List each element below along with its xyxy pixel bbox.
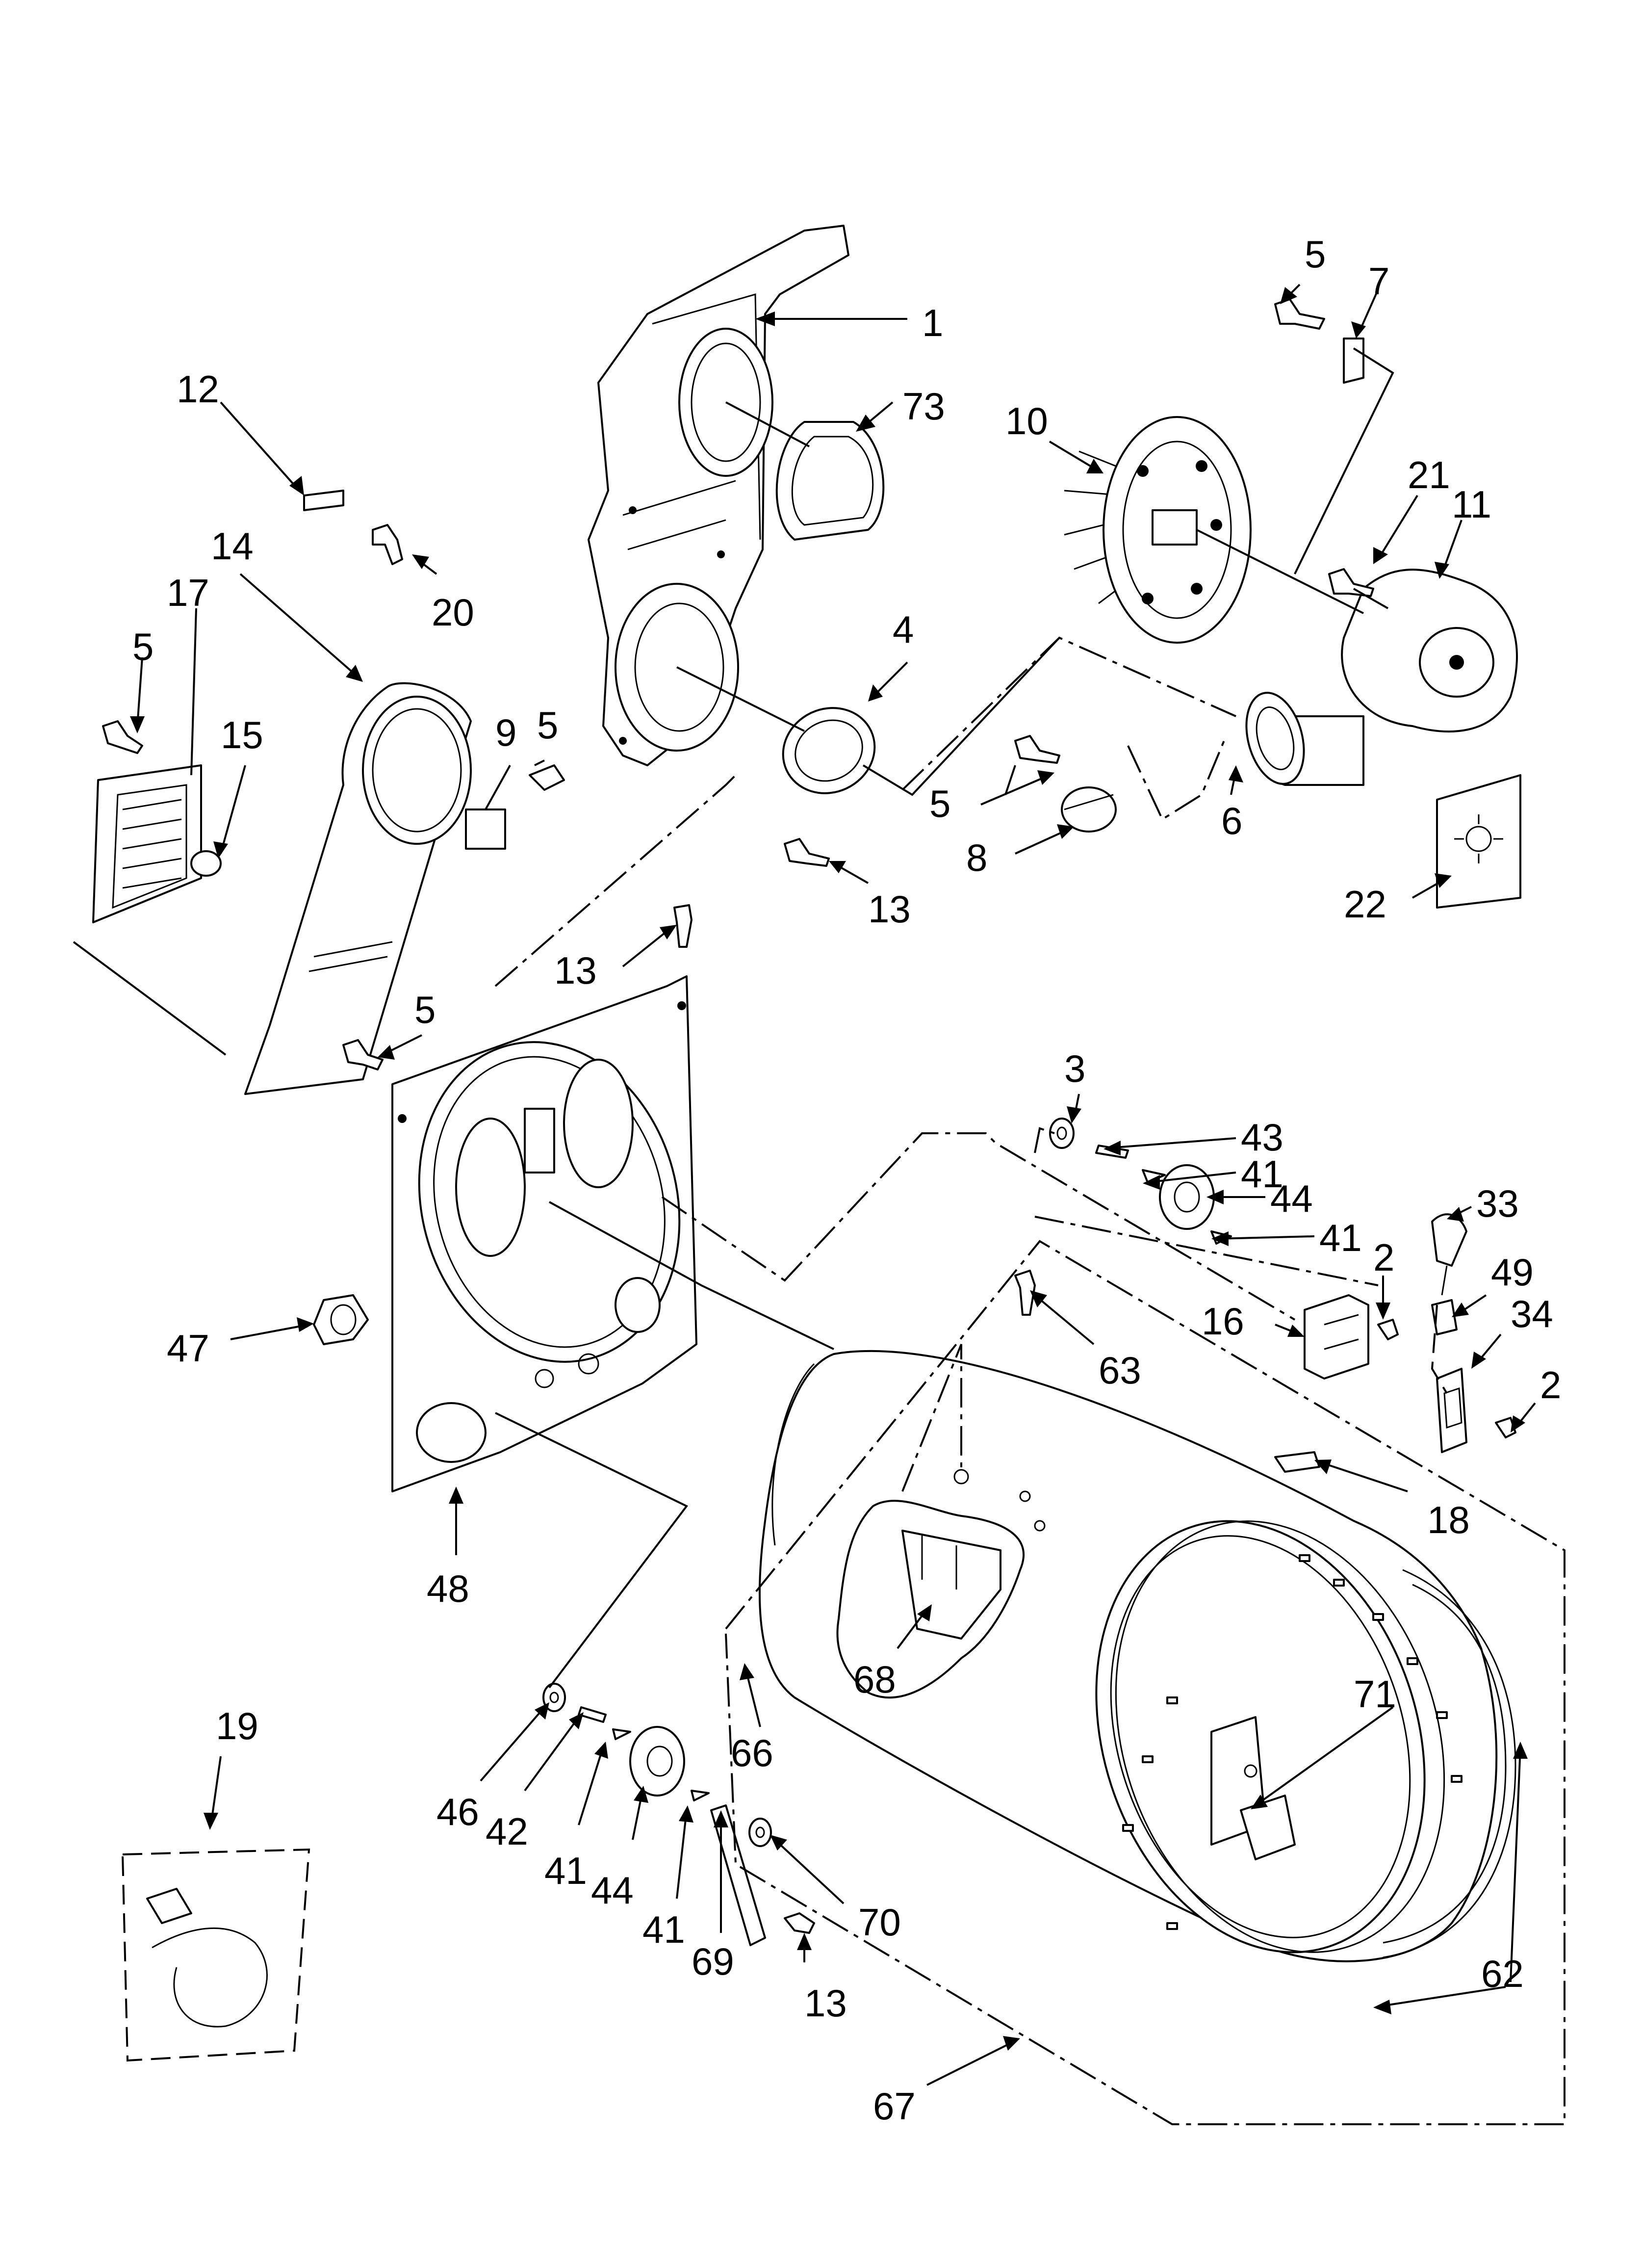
callout-19: 19 [216, 1704, 258, 1747]
part-connector [1431, 1299, 1458, 1335]
part-gasket [775, 421, 885, 541]
callout-67: 67 [873, 2085, 916, 2128]
callout-41: 41 [1319, 1216, 1362, 1259]
callout-15: 15 [221, 713, 263, 756]
screw-5-mid [529, 764, 565, 791]
part-terminal-cover [1431, 1213, 1467, 1296]
callout-2: 2 [1540, 1363, 1561, 1407]
callout-labels: 1 73 5 7 12 20 10 21 11 14 17 5 15 4 9 5… [132, 233, 1561, 2128]
part-washer-70 [748, 1818, 772, 1847]
callout-6: 6 [1221, 799, 1242, 842]
callout-48: 48 [427, 1567, 469, 1610]
leaders [130, 284, 1536, 2086]
screw-13-bottom [784, 1912, 815, 1934]
part-terminal-block [1304, 1294, 1369, 1380]
screw-21 [1328, 568, 1374, 597]
callout-1: 1 [922, 301, 943, 344]
solid-lines [73, 347, 1394, 1689]
screw-13-panel [673, 904, 693, 948]
screw-20 [372, 524, 403, 565]
callout-41: 41 [544, 1849, 587, 1892]
part-rear-panel [391, 975, 697, 1492]
part-strain-relief [1436, 1368, 1467, 1453]
callout-14: 14 [211, 524, 254, 568]
callout-5: 5 [929, 782, 950, 825]
screw-5-top [1274, 298, 1325, 330]
part-mounting-plate [465, 808, 506, 850]
callout-8: 8 [966, 836, 987, 879]
callout-5: 5 [537, 704, 558, 747]
callout-16: 16 [1202, 1300, 1244, 1343]
callout-5: 5 [132, 625, 154, 668]
part-roller-44a [1159, 1164, 1215, 1230]
callout-13: 13 [804, 1981, 847, 2025]
screw-13-housing [784, 838, 830, 867]
callout-5: 5 [414, 988, 436, 1031]
callout-4: 4 [893, 608, 914, 651]
callout-47: 47 [167, 1327, 209, 1370]
screw-63 [1014, 1270, 1036, 1316]
callout-49: 49 [1491, 1251, 1534, 1294]
callout-43: 43 [1241, 1116, 1283, 1159]
callout-34: 34 [1511, 1292, 1553, 1335]
callout-7: 7 [1368, 260, 1389, 303]
callout-44: 44 [1270, 1177, 1313, 1220]
part-kit-box [121, 1848, 310, 2062]
callout-66: 66 [731, 1731, 773, 1774]
callout-42: 42 [486, 1810, 528, 1853]
callout-63: 63 [1099, 1349, 1141, 1392]
part-drum-seal [1383, 1569, 1516, 1958]
callout-69: 69 [692, 1940, 734, 1983]
callout-3: 3 [1064, 1047, 1085, 1090]
part-motor [1245, 569, 1518, 786]
callout-70: 70 [858, 1901, 901, 1944]
screw-5-duct [342, 1039, 384, 1070]
part-clip [1343, 338, 1364, 384]
callout-20: 20 [432, 591, 474, 634]
callout-33: 33 [1476, 1182, 1519, 1225]
callout-13: 13 [554, 949, 597, 992]
callout-5: 5 [1305, 233, 1326, 276]
part-roller-44b [629, 1726, 685, 1797]
callout-71: 71 [1354, 1672, 1396, 1716]
part-heater-box [92, 764, 202, 923]
callout-21: 21 [1408, 453, 1450, 496]
callout-17: 17 [167, 571, 209, 614]
callout-18: 18 [1427, 1498, 1470, 1541]
part-roller-support-69 [710, 1804, 766, 1946]
part-clip-18 [1274, 1451, 1320, 1473]
part-thermostat [1061, 786, 1117, 833]
callout-41: 41 [1241, 1152, 1283, 1196]
part-label [1436, 774, 1521, 909]
callout-11: 11 [1452, 483, 1491, 526]
part-bracket-small [303, 490, 344, 511]
part-nut [313, 1294, 369, 1345]
callout-10: 10 [1005, 399, 1048, 443]
part-blower-wheel [1064, 416, 1252, 644]
callout-68: 68 [853, 1658, 896, 1701]
callout-2: 2 [1373, 1236, 1394, 1279]
screw-2-top [1377, 1319, 1399, 1340]
callout-12: 12 [177, 367, 219, 411]
callout-22: 22 [1344, 883, 1386, 926]
callout-46: 46 [436, 1790, 479, 1833]
part-clip-41d [691, 1790, 710, 1801]
callout-62: 62 [1481, 1952, 1524, 1995]
part-roller-shaft-42 [578, 1706, 607, 1723]
part-seal-ring [782, 707, 876, 794]
part-washer-3 [1049, 1118, 1075, 1149]
part-drum [758, 1350, 1498, 1962]
callout-13: 13 [868, 887, 911, 931]
assembly-lines [494, 636, 1565, 2125]
callout-41: 41 [642, 1908, 685, 1951]
callout-9: 9 [495, 711, 516, 754]
screw-5-left [102, 720, 143, 754]
screw-5-thermostat [1014, 735, 1060, 764]
part-clip-41c [612, 1728, 631, 1740]
callout-44: 44 [591, 1869, 634, 1912]
part-flame-sensor [190, 850, 222, 877]
callout-73: 73 [902, 385, 945, 428]
part-air-duct [244, 682, 472, 1095]
